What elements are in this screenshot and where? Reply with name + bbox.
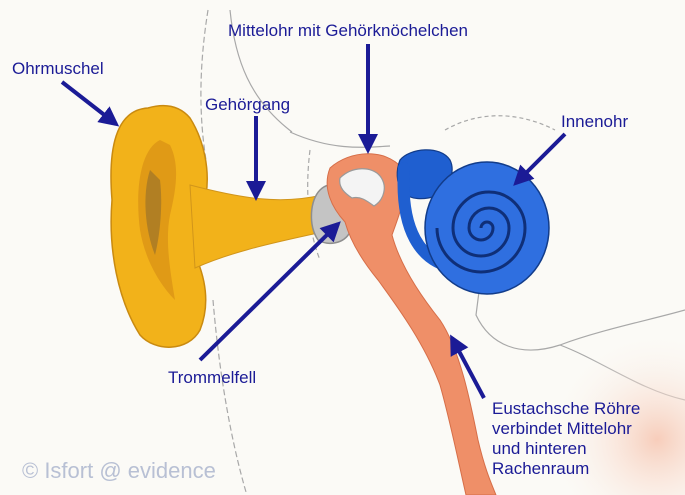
- label-mittelohr: Mittelohr mit Gehörknöchelchen: [228, 20, 468, 41]
- label-ohrmuschel: Ohrmuschel: [12, 58, 104, 79]
- label-eustachsche-line-3: und hinteren: [492, 439, 640, 459]
- label-eustachsche-line-2: verbindet Mittelohr: [492, 419, 640, 439]
- cochlea: [425, 162, 549, 294]
- arrow-innenohr: [516, 134, 565, 183]
- arrow-ohrmuschel: [62, 82, 116, 124]
- label-eustachsche-line-1: Eustachsche Röhre: [492, 399, 640, 419]
- label-gehoergang: Gehörgang: [205, 94, 290, 115]
- label-trommelfell: Trommelfell: [168, 367, 256, 388]
- label-eustachsche-roehre: Eustachsche Röhre verbindet Mittelohr un…: [492, 399, 640, 479]
- label-innenohr: Innenohr: [561, 111, 628, 132]
- outer-ear: [111, 106, 330, 347]
- ear-canal: [190, 185, 330, 268]
- copyright-notice: © Isfort @ evidence: [22, 458, 216, 484]
- label-eustachsche-line-4: Rachenraum: [492, 459, 640, 479]
